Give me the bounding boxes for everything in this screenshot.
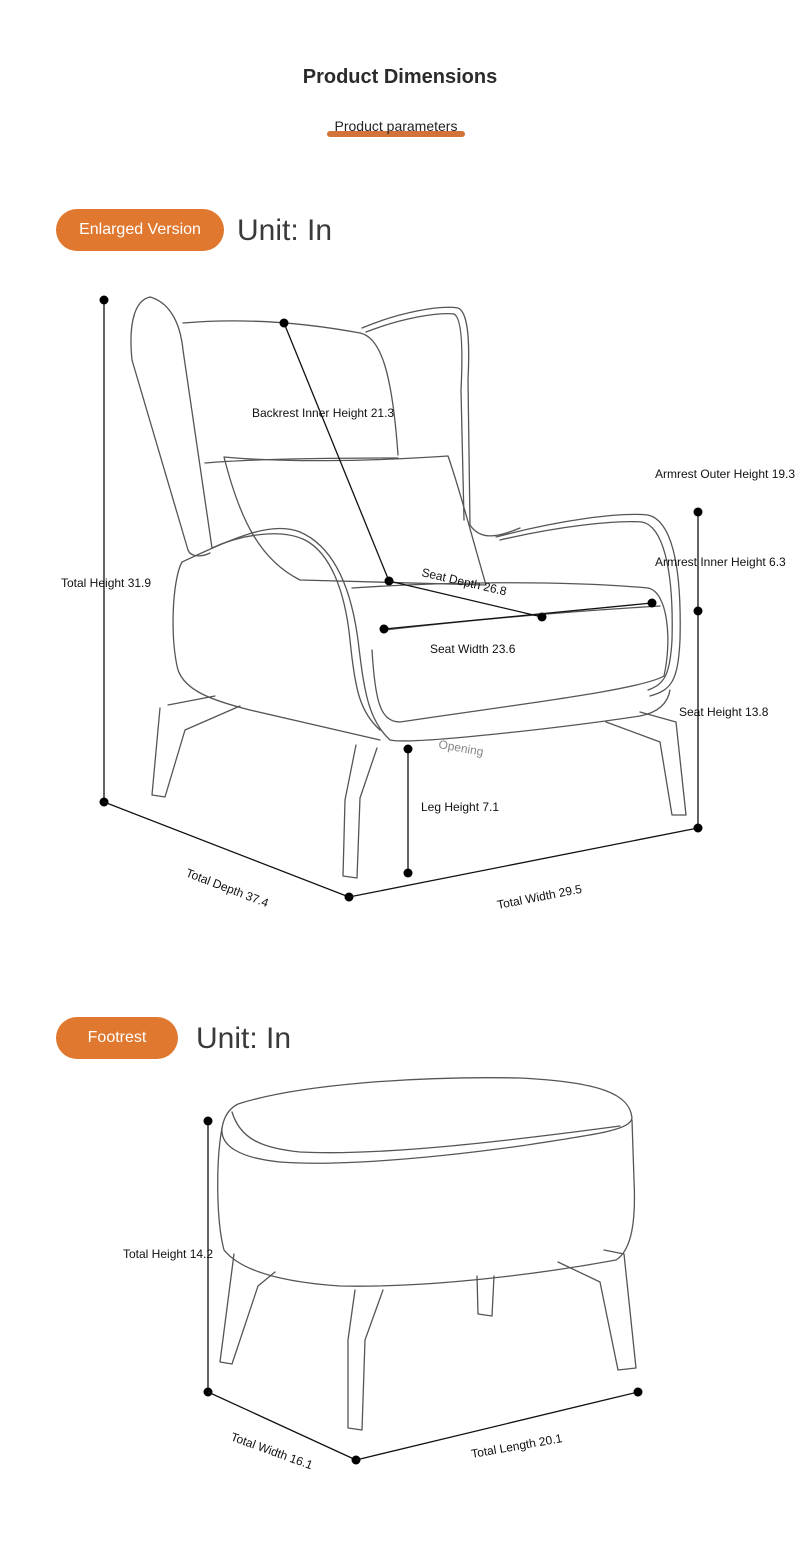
subtitle-container: Product parameters <box>0 118 792 137</box>
chair-total-height-label: Total Height 31.9 <box>61 576 151 590</box>
subtitle: Product parameters <box>326 118 466 137</box>
leg-height-label: Leg Height 7.1 <box>421 800 499 814</box>
seat-depth-label: Seat Depth 26.8 <box>420 565 508 598</box>
seat-height-label: Seat Height 13.8 <box>679 705 769 719</box>
armchair-diagram: Total Height 31.9 Backrest Inner Height … <box>61 295 795 912</box>
footrest-total-width-label: Total Width 16.1 <box>229 1430 315 1473</box>
chair-unit-label: Unit: In <box>237 214 333 247</box>
opening-label: Opening <box>437 737 484 759</box>
footrest-badge: Footrest <box>56 1017 178 1059</box>
chair-total-depth-label: Total Depth 37.4 <box>184 866 271 911</box>
armchair-drawing <box>130 296 687 879</box>
seat-width-label: Seat Width 23.6 <box>430 642 516 656</box>
backrest-inner-height-label: Backrest Inner Height 21.3 <box>252 406 394 420</box>
footrest-diagram: Total Height 14.2 Total Width 16.1 Total… <box>123 1077 643 1473</box>
page-title: Product Dimensions <box>302 66 498 88</box>
footrest-total-height-label: Total Height 14.2 <box>123 1247 213 1261</box>
footrest-drawing <box>217 1077 637 1431</box>
chair-total-width-label: Total Width 29.5 <box>496 882 583 912</box>
armrest-outer-height-label: Armrest Outer Height 19.3 <box>655 467 795 481</box>
armrest-inner-height-label: Armrest Inner Height 6.3 <box>655 555 786 569</box>
subtitle-text: Product parameters <box>334 118 458 134</box>
footrest-total-length-label: Total Length 20.1 <box>470 1431 563 1461</box>
enlarged-version-badge: Enlarged Version <box>56 209 224 251</box>
footrest-unit-label: Unit: In <box>196 1022 292 1055</box>
